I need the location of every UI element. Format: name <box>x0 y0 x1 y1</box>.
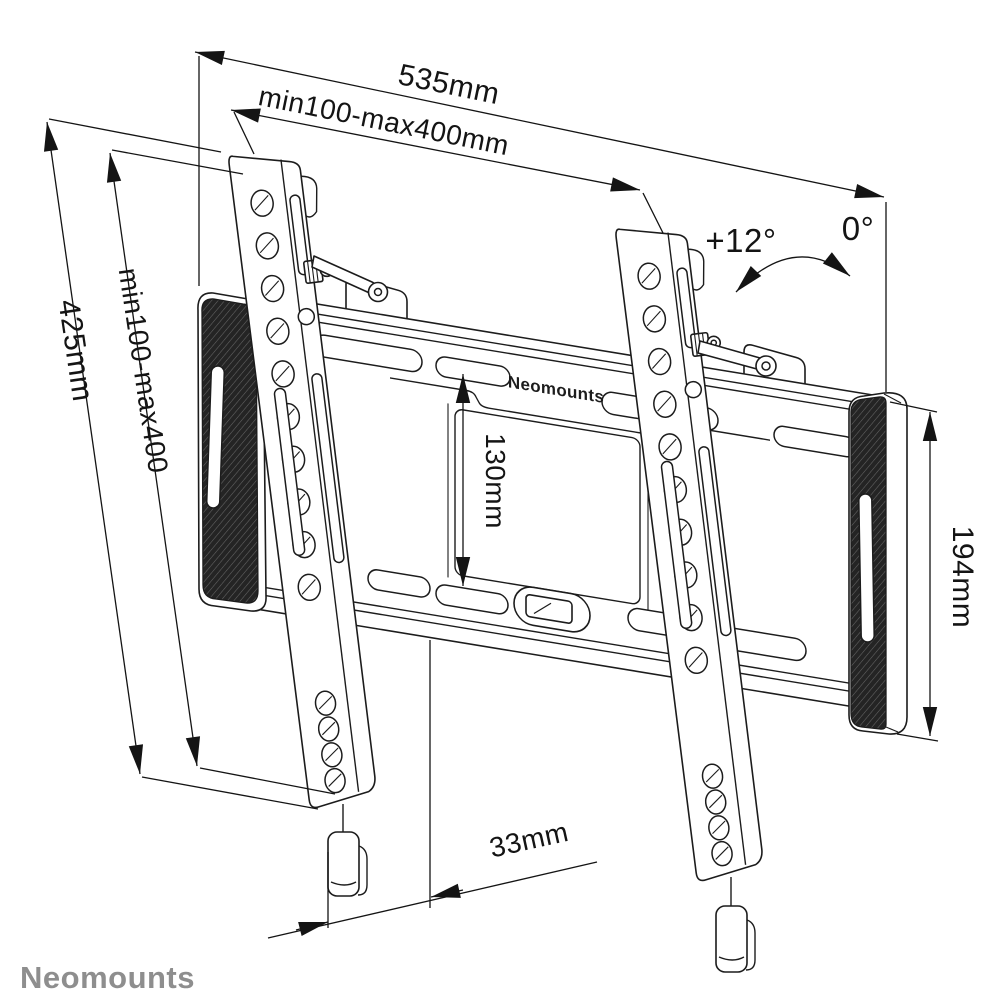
dim-label-total-height: 425mm <box>51 297 99 403</box>
plate-slot <box>367 569 431 598</box>
right-cover-slot <box>858 493 875 643</box>
brand-watermark: Neomounts <box>20 960 195 995</box>
dim-line-depth <box>267 861 598 939</box>
dim-line-vesa-horizontal <box>230 108 641 192</box>
left-cover-slot <box>205 365 226 509</box>
ext-line <box>199 767 336 795</box>
plate-slot <box>435 584 509 615</box>
dim-arrow <box>295 921 329 937</box>
tilt-max-label: +12° <box>705 222 776 259</box>
right-tilt-arm <box>697 340 777 377</box>
dim-label-total-width: 535mm <box>395 58 502 111</box>
dim-label-side-height: 194mm <box>946 526 979 629</box>
latch-handle <box>513 586 591 633</box>
dim-line-total-height <box>43 121 144 775</box>
left-pull-tab <box>327 804 368 897</box>
ext-line <box>889 401 938 413</box>
ext-line <box>141 776 319 810</box>
ext-line <box>233 111 255 155</box>
dim-label-inner-height: 130mm <box>480 433 511 529</box>
ext-line <box>111 149 244 175</box>
ext-line <box>642 192 664 234</box>
dim-line-vesa-vertical <box>106 152 201 767</box>
left-tilt-arm <box>311 255 389 303</box>
dim-label-depth: 33mm <box>487 816 572 864</box>
right-pull-tab <box>715 877 756 973</box>
plate-slot <box>435 356 511 387</box>
dim-label-vesa-vertical: min100-max400 <box>113 266 174 476</box>
tilt-arc-arrow <box>735 252 851 293</box>
right-side-cover <box>848 392 908 735</box>
dim-arrow <box>430 883 464 898</box>
ext-line <box>896 733 939 742</box>
ext-line <box>48 118 222 153</box>
left-side-cover <box>197 292 267 612</box>
tilt-min-label: 0° <box>842 210 875 247</box>
